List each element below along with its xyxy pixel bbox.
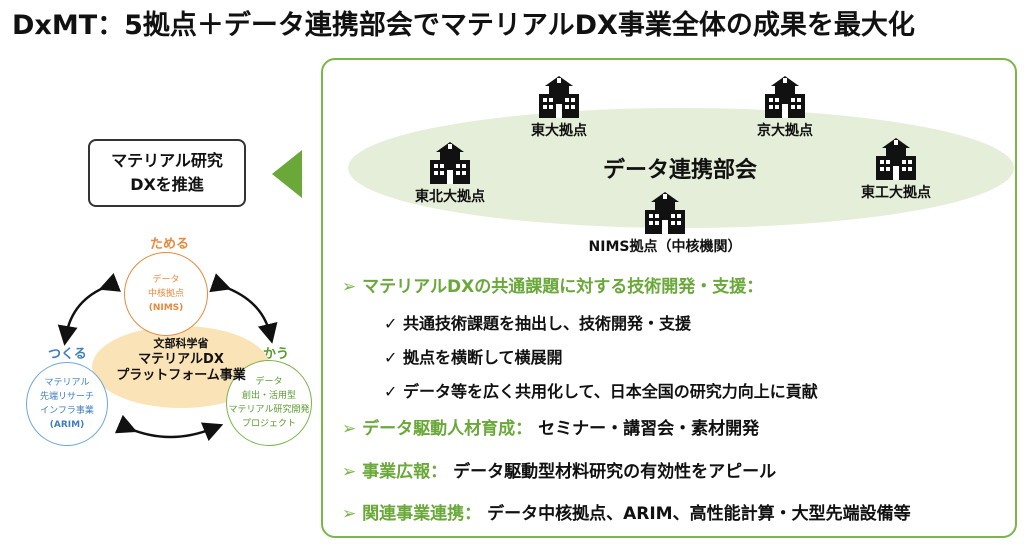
subitem-3: ✓ データ等を広く共用化して、日本全国の研究力向上に貢献	[384, 378, 818, 402]
circle-arim: マテリアル 先端リサーチ インフラ事業 (ARIM)	[26, 362, 108, 446]
item-rest: セミナー・講習会・素材開発	[538, 419, 760, 439]
circle-arim-line-3: インフラ事業	[40, 406, 94, 416]
bullet-arrow-icon: ➢	[342, 462, 357, 482]
circle-arim-line-4: (ARIM)	[49, 420, 85, 430]
node-nims: NIMS拠点（中核機関）	[570, 190, 760, 256]
left-pointer-arrow-icon	[272, 150, 302, 198]
item-highlight: データ駆動人材育成：	[362, 419, 533, 439]
building-icon	[645, 192, 685, 234]
check-icon: ✓	[384, 348, 398, 367]
subitem-1: ✓ 共通技術課題を抽出し、技術開発・支援	[384, 310, 691, 334]
subitem-text: 拠点を横断して横展開	[402, 348, 563, 367]
check-icon: ✓	[384, 382, 398, 401]
bullet-arrow-icon: ➢	[342, 504, 357, 524]
right-panel	[321, 58, 1017, 538]
circle-nims-line-1: データ	[152, 275, 180, 285]
center-line-1: マテリアルDX	[138, 352, 224, 367]
circle-proj-line-4: プロジェクト	[241, 419, 296, 429]
center-text: 文部科学省 マテリアルDX プラットフォーム事業	[92, 336, 270, 384]
item-highlight: マテリアルDXの共通課題に対する技術開発・支援：	[362, 277, 764, 297]
page-title: DxMT：5拠点＋データ連携部会でマテリアルDX事業全体の成果を最大化	[12, 10, 915, 41]
arrow-tameru-tsukau-icon	[209, 273, 278, 344]
node-label: 東工大拠点	[861, 185, 931, 201]
item-rest: データ中核拠点、ARIM、高性能計算・大型先端設備等	[487, 504, 911, 524]
data-collab-label: データ連携部会	[602, 158, 757, 183]
subitem-text: 共通技術課題を抽出し、技術開発・支援	[402, 314, 691, 333]
circle-proj-line-3: マテリアル研究開発	[228, 405, 310, 415]
subitem-text: データ等を広く共用化して、日本全国の研究力向上に貢献	[402, 382, 818, 401]
building-icon	[765, 76, 805, 118]
node-label: 東大拠点	[531, 123, 587, 139]
node-label: NIMS拠点（中核機関）	[588, 239, 742, 255]
circle-arim-line-1: マテリアル	[44, 378, 90, 388]
promote-dx-box: マテリアル研究 DXを推進	[88, 139, 246, 207]
circle-projects: データ 創出・活用型 マテリアル研究開発 プロジェクト	[226, 360, 312, 446]
building-icon	[430, 142, 470, 184]
item-highlight: 事業広報：	[362, 462, 448, 482]
item-rest: データ駆動型材料研究の有効性をアピール	[453, 462, 777, 482]
item-training: ➢ データ駆動人材育成： セミナー・講習会・素材開発	[342, 414, 759, 439]
box-line-2: DXを推進	[130, 175, 204, 194]
center-line-2: プラットフォーム事業	[116, 368, 246, 383]
center-org: 文部科学省	[153, 337, 209, 350]
subitem-2: ✓ 拠点を横断して横展開	[384, 344, 563, 368]
node-todai: 東大拠点	[514, 74, 604, 140]
bullet-arrow-icon: ➢	[342, 277, 357, 297]
item-collab: ➢ 関連事業連携： データ中核拠点、ARIM、高性能計算・大型先端設備等	[342, 499, 911, 524]
building-icon	[539, 76, 579, 118]
box-line-1: マテリアル研究	[111, 151, 223, 170]
arrow-tsukuru-tsukau-icon	[114, 414, 224, 442]
item-pr: ➢ 事業広報： データ駆動型材料研究の有効性をアピール	[342, 457, 776, 482]
circle-proj-line-1: データ	[255, 377, 283, 387]
tameru-label: ためる	[150, 237, 190, 252]
circle-arim-line-2: 先端リサーチ	[39, 392, 94, 402]
cycle-arrows	[57, 273, 278, 442]
tsukuru-label: つくる	[48, 347, 87, 362]
node-label: 京大拠点	[757, 123, 813, 139]
item-tech-dev: ➢ マテリアルDXの共通課題に対する技術開発・支援：	[342, 272, 763, 297]
node-kyodai: 京大拠点	[740, 74, 830, 140]
check-icon: ✓	[384, 314, 398, 333]
bullet-arrow-icon: ➢	[342, 419, 357, 439]
node-tohoku: 東北大拠点	[400, 140, 500, 206]
arrow-tameru-tsukuru-icon	[57, 273, 121, 346]
node-label: 東北大拠点	[415, 189, 485, 205]
circle-nims-line-2: 中核拠点	[147, 289, 184, 299]
building-icon	[876, 138, 916, 180]
circle-nims: データ 中核拠点 (NIMS)	[124, 252, 208, 336]
circle-proj-line-2: 創出・活用型	[241, 391, 296, 401]
node-tokodai: 東工大拠点	[846, 136, 946, 202]
circle-nims-line-3: (NIMS)	[148, 303, 184, 313]
item-highlight: 関連事業連携：	[362, 504, 482, 524]
